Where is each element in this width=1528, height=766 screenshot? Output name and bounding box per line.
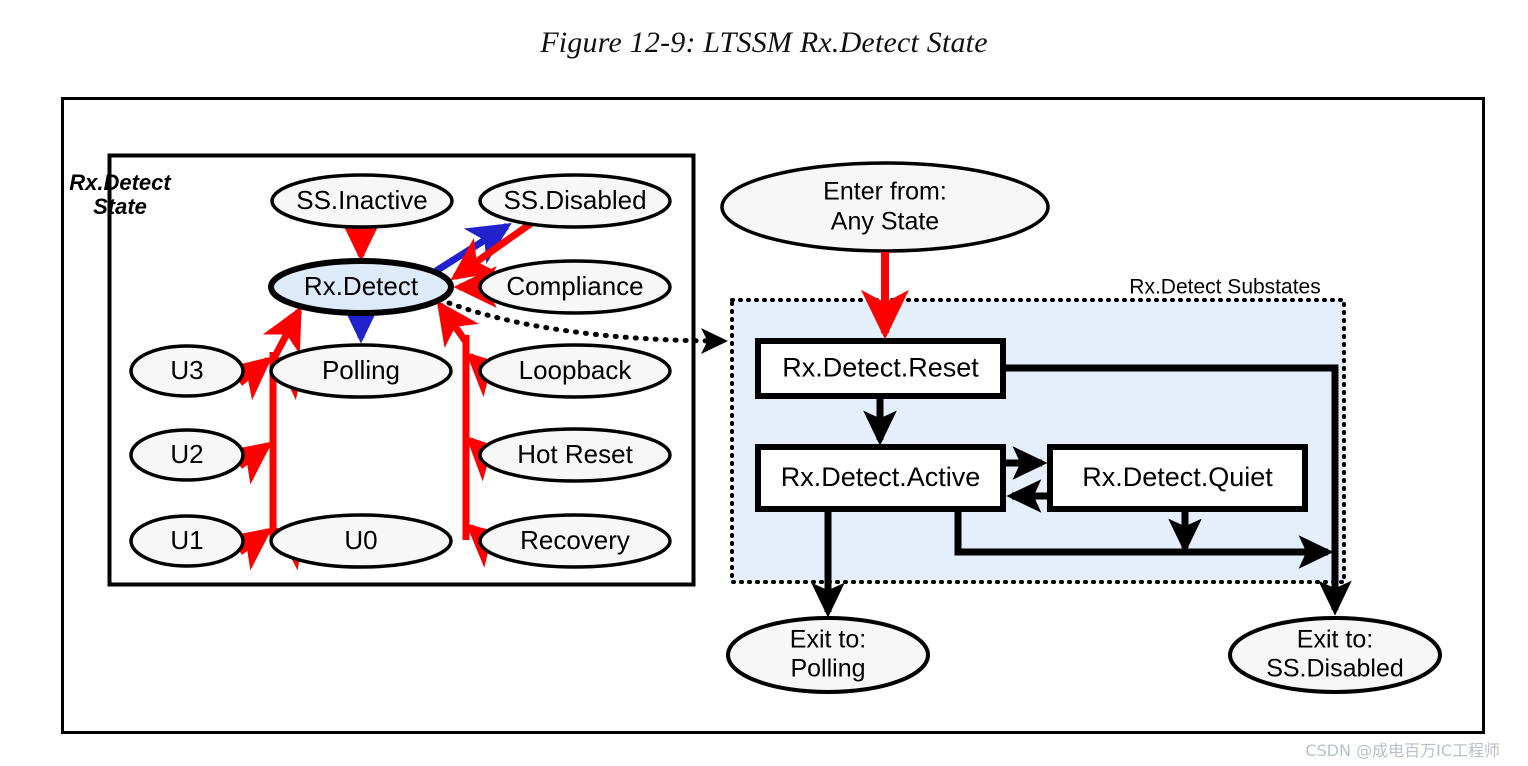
state-u3[interactable]: U3 <box>129 344 245 398</box>
state-u1[interactable]: U1 <box>129 514 245 568</box>
edge-right-spine-to-rxdetect <box>436 300 479 349</box>
substate-rx-detect-quiet[interactable]: Rx.Detect.Quiet <box>1047 444 1308 512</box>
state-label-ss-disabled: SS.Disabled <box>503 185 646 215</box>
state-u2[interactable]: U2 <box>129 428 245 482</box>
state-label-u1: U1 <box>170 525 203 555</box>
state-label-recovery: Recovery <box>520 525 630 555</box>
edge-u1-spine <box>225 527 273 571</box>
state-label-ss-inactive: SS.Inactive <box>296 185 428 215</box>
state-hot-reset[interactable]: Hot Reset <box>478 427 672 483</box>
state-loopback[interactable]: Loopback <box>478 343 672 399</box>
enter-any-state-line1: Enter from: <box>823 178 947 206</box>
exit-ss-disabled[interactable]: Exit to:SS.Disabled <box>1228 616 1442 694</box>
state-label-loopback: Loopback <box>519 355 633 385</box>
left-panel-frame <box>107 153 696 587</box>
state-compliance[interactable]: Compliance <box>478 259 672 315</box>
state-u0[interactable]: U0 <box>269 513 453 569</box>
edge-u2-spine <box>225 441 273 485</box>
exit-polling-line1: Exit to: <box>790 626 866 654</box>
state-label-hot-reset: Hot Reset <box>517 439 633 469</box>
enter-any-state-line2: Any State <box>831 208 939 236</box>
exit-polling-line2: Polling <box>790 655 865 683</box>
state-label-u2: U2 <box>170 439 203 469</box>
state-ss-disabled[interactable]: SS.Disabled <box>478 173 672 229</box>
state-ss-inactive[interactable]: SS.Inactive <box>270 173 454 229</box>
substates-region-label: Rx.Detect Substates <box>1129 276 1320 299</box>
state-label-polling: Polling <box>322 355 400 385</box>
left-panel-label-line2: State <box>93 194 147 219</box>
substate-label-rx-detect-reset: Rx.Detect.Reset <box>782 353 979 383</box>
watermark: CSDN @成电百万IC工程师 <box>1305 741 1500 760</box>
enter-any-state-ellipse <box>720 161 1050 253</box>
edge-reset-ssdisabled <box>1003 364 1352 616</box>
edge-active-ssdisabled <box>954 509 1334 569</box>
exit-ss-disabled-line1: Exit to: <box>1297 626 1373 654</box>
state-polling[interactable]: Polling <box>269 343 453 399</box>
substate-label-rx-detect-quiet: Rx.Detect.Quiet <box>1082 462 1273 492</box>
substate-rx-detect-reset[interactable]: Rx.Detect.Reset <box>755 338 1006 399</box>
page-title: Figure 12-9: LTSSM Rx.Detect State <box>540 26 988 59</box>
state-label-u3: U3 <box>170 355 203 385</box>
edge-spine-to-rxdetect <box>262 306 303 362</box>
state-rx-detect[interactable]: Rx.Detect <box>268 258 454 316</box>
exit-ss-disabled-line2: SS.Disabled <box>1266 655 1404 683</box>
substate-label-rx-detect-active: Rx.Detect.Active <box>781 462 981 492</box>
edge-u3-spine <box>225 356 273 401</box>
substate-rx-detect-active[interactable]: Rx.Detect.Active <box>755 444 1006 512</box>
state-recovery[interactable]: Recovery <box>478 513 672 569</box>
left-panel-label-line1: Rx.Detect <box>69 170 172 195</box>
state-label-u0: U0 <box>344 525 377 555</box>
state-label-compliance: Compliance <box>506 271 643 301</box>
exit-polling[interactable]: Exit to:Polling <box>726 616 930 694</box>
state-label-rx-detect: Rx.Detect <box>304 271 419 301</box>
edge-rxdetect-substates-dotted <box>446 300 729 354</box>
